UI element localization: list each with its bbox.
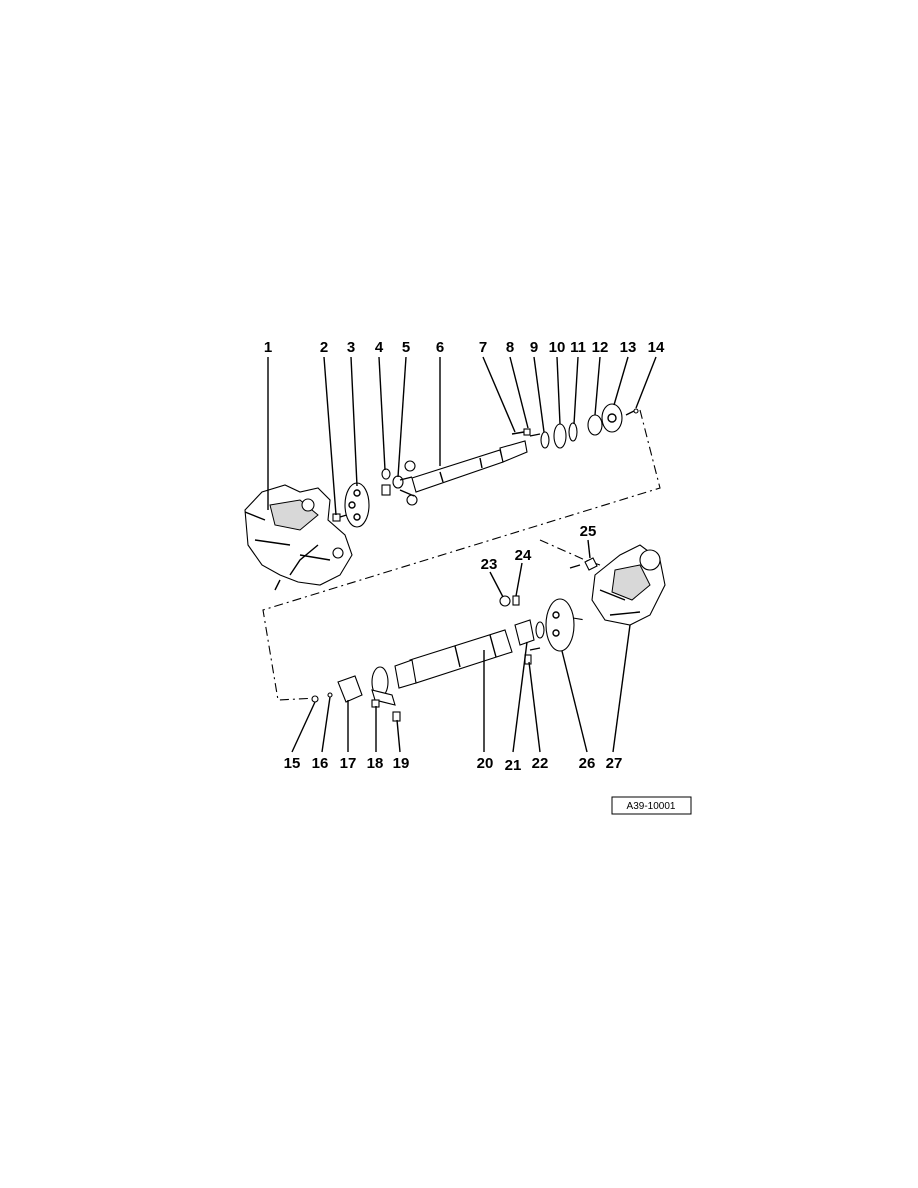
leader-lines	[267, 356, 657, 753]
callout-3: 3	[347, 339, 355, 356]
rear-final-drive	[591, 544, 666, 626]
callout-4: 4	[375, 339, 384, 356]
callout-22: 22	[532, 755, 549, 772]
assembly-path-line	[262, 409, 661, 701]
small-bolt-lower-part	[311, 692, 333, 703]
bolt-rear-part	[569, 557, 598, 571]
callout-23: 23	[481, 556, 498, 573]
callout-5: 5	[402, 339, 410, 356]
callout-25: 25	[580, 523, 597, 540]
center-bearing-part	[337, 666, 396, 706]
callout-17: 17	[340, 755, 357, 772]
ring-parts	[540, 414, 603, 449]
callout-10: 10	[549, 339, 566, 356]
callout-11: 11	[570, 339, 586, 356]
callout-2: 2	[320, 339, 328, 356]
callout-15: 15	[284, 755, 301, 772]
callout-24: 24	[515, 547, 532, 564]
callout-13: 13	[620, 339, 637, 356]
callout-26: 26	[579, 755, 596, 772]
callout-6: 6	[436, 339, 444, 356]
flange-upper-part	[601, 403, 639, 433]
flex-disc-part	[344, 482, 370, 528]
front-propshaft	[411, 440, 528, 493]
callout-16: 16	[312, 755, 329, 772]
washer-part	[381, 460, 418, 506]
callout-9: 9	[530, 339, 538, 356]
rear-propshaft	[394, 629, 513, 689]
nut-washer-mid-part	[499, 595, 520, 607]
callout-19: 19	[393, 755, 410, 772]
callout-12: 12	[592, 339, 609, 356]
reference-code: A39-10001	[627, 801, 676, 812]
callout-7: 7	[479, 339, 487, 356]
callout-1: 1	[264, 339, 272, 356]
callout-21: 21	[505, 757, 522, 774]
bolt-upper-part	[511, 428, 541, 437]
clamp-part	[514, 619, 545, 665]
callout-20: 20	[477, 755, 494, 772]
transmission-housing	[244, 484, 353, 591]
callout-27: 27	[606, 755, 623, 772]
reference-code-box: A39-10001	[611, 796, 692, 815]
callout-14: 14	[648, 339, 665, 356]
callout-8: 8	[506, 339, 514, 356]
callout-18: 18	[367, 755, 384, 772]
rear-flex-disc	[545, 598, 575, 652]
